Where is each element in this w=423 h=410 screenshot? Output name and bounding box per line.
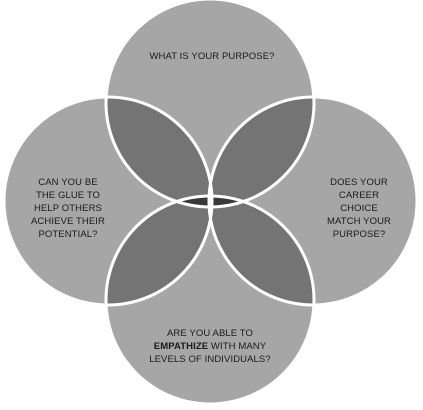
label-empathize-post: WITH MANY <box>208 341 267 352</box>
label-career: DOES YOUR CAREER CHOICE MATCH YOUR PURPO… <box>310 176 408 241</box>
label-career-line-5: PURPOSE? <box>332 229 386 240</box>
label-glue: CAN YOU BE THE GLUE TO HELP OTHERS ACHIE… <box>18 176 118 241</box>
label-empathize-line-1: ARE YOU ABLE TO <box>167 328 253 339</box>
label-glue-line-4: ACHIEVE THEIR <box>31 216 105 227</box>
circle-bottom <box>106 196 314 404</box>
label-glue-line-3: HELP OTHERS <box>34 203 102 214</box>
label-glue-line-5: POTENTIAL? <box>38 229 98 240</box>
label-empathize-line-3: LEVELS OF INDIVIDUALS? <box>149 354 271 365</box>
label-glue-line-2: THE GLUE TO <box>35 190 101 201</box>
label-empathize: ARE YOU ABLE TO EMPATHIZE WITH MANY LEVE… <box>124 327 296 366</box>
label-career-line-2: CAREER <box>338 190 380 201</box>
label-career-line-4: MATCH YOUR <box>327 216 391 227</box>
label-empathize-emphasis: EMPATHIZE <box>153 341 209 352</box>
label-career-line-1: DOES YOUR <box>330 177 388 188</box>
label-purpose-line: WHAT IS YOUR PURPOSE? <box>149 51 275 62</box>
label-career-line-3: CHOICE <box>340 203 378 214</box>
label-purpose: WHAT IS YOUR PURPOSE? <box>142 50 282 63</box>
circle-left-outline <box>2 95 214 307</box>
label-empathize-line-2: EMPATHIZE WITH MANY <box>124 340 296 353</box>
circle-bottom-outline <box>104 194 316 406</box>
label-glue-line-1: CAN YOU BE <box>38 177 98 188</box>
